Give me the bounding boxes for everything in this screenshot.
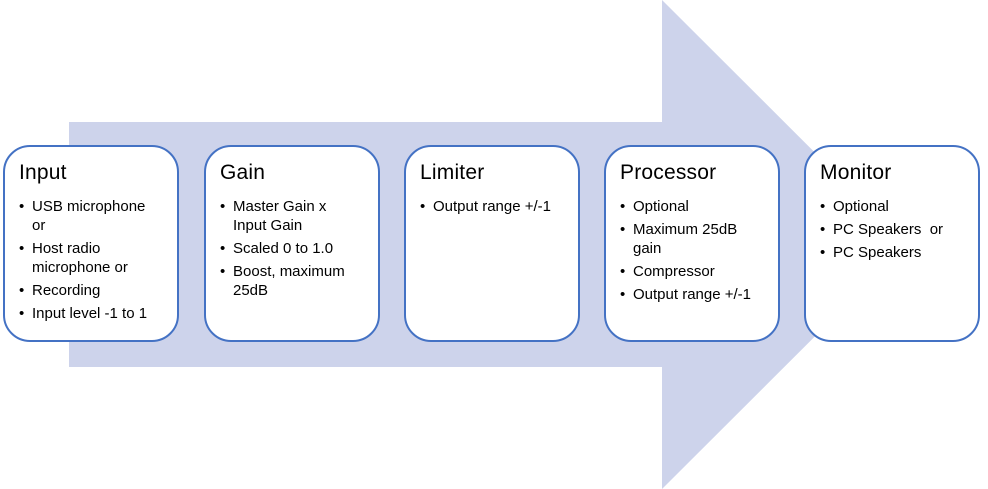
bullet-label: Optional [833, 198, 889, 215]
bullet-label: Scaled 0 to 1.0 [233, 240, 334, 257]
list-item: • Boost, maximum 25dB [220, 262, 363, 300]
bullet-label: Compressor [633, 263, 715, 280]
stage-title: Monitor [820, 161, 892, 184]
bullet-icon: • [620, 198, 626, 215]
bullet-label: Input level -1 to 1 [32, 305, 148, 322]
list-item: • Master Gain x Input Gain [220, 197, 363, 235]
bullet-icon: • [220, 263, 226, 280]
bullet-icon: • [620, 221, 626, 238]
list-item: • Input level -1 to 1 [19, 304, 162, 323]
bullet-list: • Optional • PC Speakers or • PC Speakers [820, 197, 963, 262]
bullet-label: Maximum 25dB gain [633, 221, 742, 257]
stage-box-limiter: Limiter • Output range +/-1 [404, 145, 580, 342]
bullet-icon: • [420, 198, 426, 215]
bullet-label: PC Speakers [833, 244, 922, 261]
list-item: • USB microphone or [19, 197, 162, 235]
stage-title: Gain [220, 161, 266, 184]
bullet-icon: • [220, 198, 226, 215]
bullet-label: Output range +/-1 [633, 286, 751, 303]
bullet-icon: • [620, 286, 626, 303]
bullet-label: USB microphone or [32, 198, 150, 234]
list-item: • Output range +/-1 [620, 285, 763, 304]
bullet-label: Output range +/-1 [433, 198, 551, 215]
stage-title: Limiter [420, 161, 485, 184]
bullet-label: Boost, maximum 25dB [233, 263, 349, 299]
bullet-list: • Output range +/-1 [420, 197, 563, 216]
list-item: • Optional [820, 197, 963, 216]
stage-box-gain: Gain • Master Gain x Input Gain • Scaled 0… [204, 145, 380, 342]
bullet-icon: • [820, 198, 826, 215]
bullet-icon: • [220, 240, 226, 257]
bullet-list: • Optional • Maximum 25dB gain • Compressor… [620, 197, 763, 304]
list-item: • Host radio microphone or [19, 239, 162, 277]
stage-box-monitor: Monitor • Optional • PC Speakers or • PC Sp… [804, 145, 980, 342]
bullet-list: • Master Gain x Input Gain • Scaled 0 to 1… [220, 197, 363, 300]
stage-box-input: Input • USB microphone or • Host radio mic… [3, 145, 179, 342]
bullet-icon: • [19, 198, 25, 215]
bullet-label: Recording [32, 282, 101, 299]
list-item: • Optional [620, 197, 763, 216]
stage-box-processor: Processor • Optional • Maximum 25dB gain •… [604, 145, 780, 342]
bullet-icon: • [19, 240, 25, 257]
list-item: • Maximum 25dB gain [620, 220, 763, 258]
list-item: • Recording [19, 281, 162, 300]
list-item: • PC Speakers [820, 243, 963, 262]
bullet-icon: • [820, 221, 826, 238]
bullet-icon: • [19, 282, 25, 299]
bullet-icon: • [620, 263, 626, 280]
list-item: • PC Speakers or [820, 220, 963, 239]
bullet-label: PC Speakers or [833, 221, 944, 238]
bullet-list: • USB microphone or • Host radio microphon… [19, 197, 162, 323]
list-item: • Output range +/-1 [420, 197, 563, 216]
list-item: • Scaled 0 to 1.0 [220, 239, 363, 258]
stage-title: Processor [620, 161, 717, 184]
bullet-label: Optional [633, 198, 689, 215]
bullet-label: Master Gain x Input Gain [233, 198, 331, 234]
bullet-icon: • [820, 244, 826, 261]
bullet-icon: • [19, 305, 25, 322]
list-item: • Compressor [620, 262, 763, 281]
bullet-label: Host radio microphone or [32, 240, 128, 276]
stage-title: Input [19, 161, 67, 184]
